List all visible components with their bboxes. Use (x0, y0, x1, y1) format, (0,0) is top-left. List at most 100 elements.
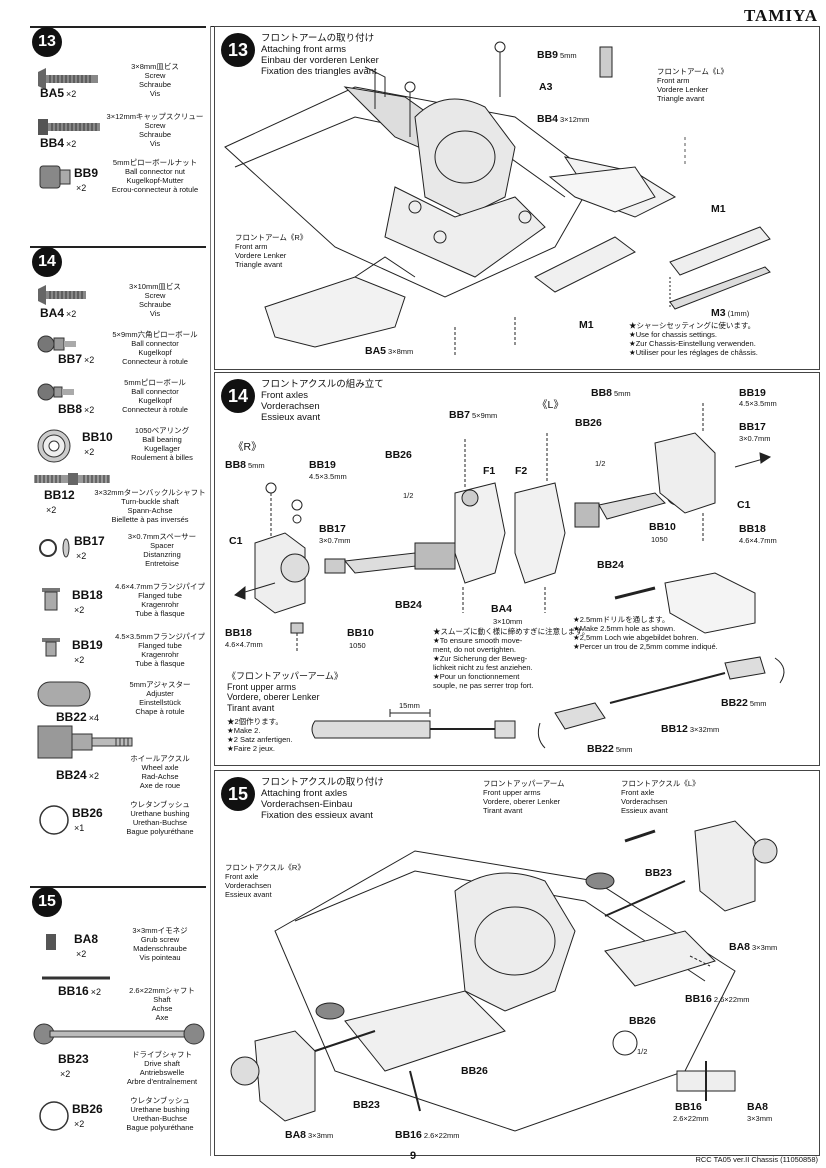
screw-flat-icon (38, 285, 86, 305)
label-a3: A3 (539, 81, 553, 93)
part-code: BB22 (56, 710, 87, 724)
part-ba8: BA8 ×2 3×3mmイモネジ Grub screw Madenschraub… (30, 926, 206, 966)
label-bb19-l: BB19 (739, 387, 766, 399)
part-desc: 4.5×3.5mmフランジパイプ Flanged tube Kragenrohr… (115, 632, 205, 668)
label-f1: F1 (483, 465, 496, 477)
part-desc: 3×3mmイモネジ Grub screw Madenschraube Vis p… (132, 926, 188, 962)
front-axle-r-label: フロントアクスル《R》 Front axle Vorderachsen Essi… (225, 863, 305, 899)
part-qty: ×4 (88, 713, 99, 723)
chassis-settings-note: ★シャーシセッティングに使います。 ★Use for chassis setti… (629, 321, 758, 357)
shaft-icon (42, 976, 110, 980)
half-l: 1/2 (595, 459, 606, 468)
screw-flat-icon (38, 68, 98, 90)
part-qty: ×2 (90, 987, 101, 997)
label-bb10-r: BB10 (347, 627, 374, 639)
part-desc: 5×9mm六角ピローボール Ball connector Kugelkopf C… (112, 330, 198, 366)
label-bb26-r: BB26 (385, 449, 412, 461)
part-desc: 3×0.7mmスペーサー Spacer Distanzring Entretoi… (127, 532, 197, 568)
part-code: BB16 (58, 984, 89, 998)
part-qty: ×2 (46, 505, 57, 515)
part-code: BB23 (58, 1052, 89, 1066)
label-bb26-b: BB26 (461, 1065, 488, 1077)
step-badge: 15 (221, 777, 255, 811)
label-m3: M3(1mm) (711, 307, 750, 319)
part-ba4: BA4×2 3×10mm皿ビス Screw Schraube Vis (30, 282, 206, 330)
label-bb24-r: BB24 (395, 599, 422, 611)
upper-arm-label: 《フロントアッパーアーム》 Front upper arms Vordere, … (227, 671, 343, 713)
smooth-movement-note: ★スムーズに動く様に締めすぎに注意します。 ★To ensure smooth … (433, 627, 590, 690)
front-axle-installation-diagram (230, 820, 778, 1132)
step-badge: 14 (221, 379, 255, 413)
part-bb8: BB8×2 5mmピローボール Ball connector Kugelkopf… (30, 378, 206, 426)
part-code: BB12 (44, 488, 75, 502)
brand-logo: TAMIYA (743, 6, 818, 25)
part-desc: 2.6×22mmシャフト Shaft Achse Axe (129, 986, 195, 1022)
part-qty: ×2 (74, 605, 85, 615)
part-qty: ×2 (84, 355, 95, 365)
left-side-label: 《L》 (537, 399, 564, 411)
part-desc: ドライブシャフト Drive shaft Antriebswelle Arbre… (126, 1050, 198, 1086)
part-code: BA8 (74, 932, 99, 946)
label-bb19-r: BB19 (309, 459, 336, 471)
page-number: 9 (409, 1150, 417, 1162)
label-bb17-r: BB17 (319, 523, 346, 535)
label-ba8-inset: BA8 (747, 1101, 769, 1113)
size-bb18-l: 4.6×4.7mm (739, 536, 777, 545)
part-qty: ×1 (74, 823, 85, 833)
part-code: BB10 (82, 430, 113, 444)
ball-connector-icon (37, 335, 76, 353)
footer-text: RCC TA05 ver.II Chassis (11050858) (695, 1155, 818, 1164)
part-bb23: BB23 ×2 ドライブシャフト Drive shaft Antriebswel… (30, 1020, 206, 1090)
part-bb12: BB12 ×2 3×32mmターンバックルシャフト Turn-buckle sh… (30, 472, 206, 524)
step-15-panel: 15 フロントアクスルの取り付け Attaching front axles V… (214, 770, 820, 1156)
part-code: BB9 (74, 166, 99, 180)
part-code: BB17 (74, 534, 105, 548)
part-bb9: BB9 ×2 5mmピローボールナット Ball connector nut K… (30, 158, 206, 228)
ball-connector-icon (37, 383, 74, 401)
part-code: BA5 (40, 86, 65, 100)
step-title: フロントアクスルの取り付け Attaching front axles Vord… (261, 777, 384, 821)
part-desc: 3×12mmキャップスクリュー Screw Schraube Vis (106, 112, 204, 148)
part-bb17: BB17 ×2 3×0.7mmスペーサー Spacer Distanzring … (30, 532, 206, 578)
label-ba4: BA4 (491, 603, 513, 615)
label-c1-r: C1 (229, 535, 243, 547)
make-2-note: ★2個作ります。 ★Make 2. ★2 Satz anfertigen. ★F… (227, 717, 293, 753)
part-qty: ×2 (74, 1119, 85, 1129)
part-code: BB18 (72, 588, 103, 602)
size-bb19-l: 4.5×3.5mm (739, 399, 777, 408)
part-desc: 5mmピローボール Ball connector Kugelkopf Conne… (122, 378, 188, 414)
part-bb4: BB4×2 3×12mmキャップスクリュー Screw Schraube Vis (30, 112, 206, 164)
urethane-bushing-icon (39, 1101, 69, 1131)
part-code: BB24 (56, 768, 87, 782)
part-qty: ×2 (84, 405, 95, 415)
turnbuckle-icon (34, 473, 110, 485)
half-15: 1/2 (637, 1047, 648, 1056)
front-arm-r-label: フロントアーム《R》 Front arm Vordere Lenker Tria… (235, 233, 308, 269)
size-bb10-r: 1050 (349, 641, 366, 650)
label-bb18-r: BB18 (225, 627, 252, 639)
label-bb23-r: BB23 (353, 1099, 380, 1111)
part-desc: 1050ベアリング Ball bearing Kugellager Roulem… (131, 426, 193, 462)
part-ba5: BA5×2 3×8mm皿ビス Screw Schraube Vis (30, 60, 206, 112)
parts-header-13: 13 (30, 26, 206, 58)
size-ba4: 3×10mm (493, 617, 523, 626)
part-qty: ×2 (76, 551, 87, 561)
half-r: 1/2 (403, 491, 414, 500)
part-desc: 5mmアジャスター Adjuster Einstellstück Chape à… (129, 680, 191, 716)
step-title: フロントアクスルの組み立て Front axles Vorderachsen E… (261, 379, 384, 423)
parts-list-step-13: 13 BA5×2 3×8mm皿ビス Screw Schraube Vis BB4… (30, 26, 206, 236)
part-bb19: BB19 ×2 4.5×3.5mmフランジパイプ Flanged tube Kr… (30, 632, 206, 678)
size-bb17-r: 3×0.7mm (319, 536, 351, 545)
parts-list-step-14: 14 BA4×2 3×10mm皿ビス Screw Schraube Vis BB… (30, 246, 206, 846)
part-code: BB19 (72, 638, 103, 652)
drive-shaft-icon (33, 1023, 205, 1045)
size-bb16-inset: 2.6×22mm (673, 1114, 709, 1123)
step-14-panel: 14 フロントアクスルの組み立て Front axles Vorderachse… (214, 372, 820, 766)
front-axle-l-label: フロントアクスル《L》 Front axle Vorderachsen Essi… (621, 779, 700, 815)
